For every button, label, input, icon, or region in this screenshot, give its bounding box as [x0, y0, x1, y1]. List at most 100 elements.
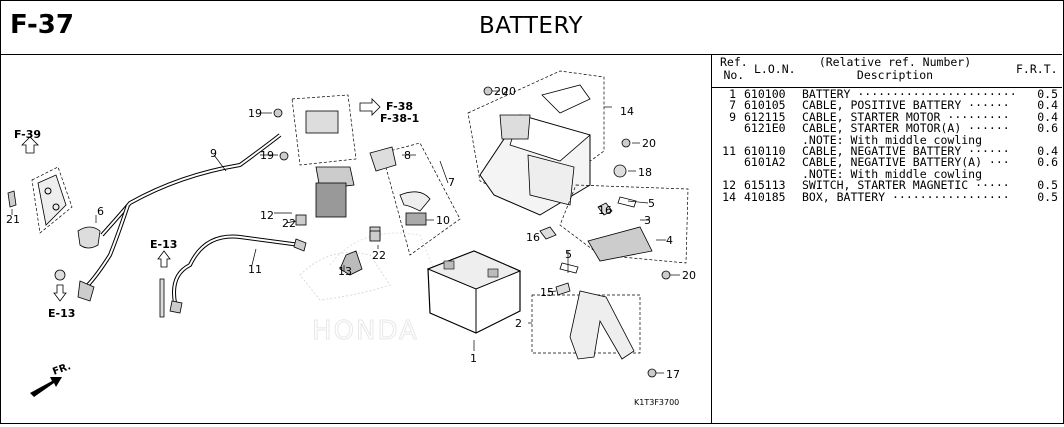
header-lon: L.O.N. — [754, 62, 796, 76]
callout-9: 9 — [210, 147, 217, 160]
direction-label: FR. — [51, 361, 72, 378]
cable-negative-battery — [172, 234, 301, 304]
callout-22a: 22 — [282, 217, 296, 230]
callout-21: 21 — [6, 213, 20, 226]
left-bracket-group: F-39 — [7, 128, 101, 249]
row-ref: 12 — [722, 178, 736, 193]
callout-8: 8 — [404, 149, 411, 162]
callout-13: 13 — [338, 265, 352, 278]
row-description: BATTERY ······················· — [802, 87, 1017, 101]
callout-1: 1 — [470, 352, 477, 365]
ref-e13-upper: E-13 — [150, 238, 177, 251]
page-title: BATTERY — [478, 13, 583, 39]
row-description: .NOTE: With middle cowling — [802, 166, 983, 181]
parts-diagram: HONDA F-39 E-13 E-13 F-38 F-38-1 — [0, 55, 711, 423]
callout-19b: 19 — [260, 149, 274, 162]
callout-14: 14 — [620, 105, 634, 118]
row-description: .NOTE: With middle cowling — [802, 132, 983, 147]
row-lon: 6121E0 — [744, 121, 786, 136]
callout-20a: 20 — [502, 85, 516, 98]
callouts: 1 2 3 4 5 5 6 7 8 9 10 11 12 13 14 15 16… — [6, 85, 696, 381]
row-lon: 615113 — [744, 178, 786, 193]
row-ref: 7 — [729, 98, 736, 113]
row-frt: 0.4 — [1037, 109, 1058, 124]
table-row: .NOTE: With middle cowling — [712, 132, 1062, 147]
callout-11: 11 — [248, 263, 262, 276]
table-row: 1 610100 BATTERY ······················· 0.… — [712, 87, 1062, 101]
callout-3: 3 — [644, 214, 651, 227]
callout-20b: 20 — [642, 137, 656, 150]
callout-2: 2 — [515, 317, 522, 330]
ref-f381: F-38-1 — [380, 112, 419, 125]
row-frt: 0.6 — [1037, 155, 1058, 170]
callout-12: 12 — [260, 209, 274, 222]
header-no: No. — [723, 68, 745, 82]
row-description: CABLE, STARTER MOTOR ········· — [802, 109, 1010, 124]
row-description: CABLE, POSITIVE BATTERY ······ — [802, 98, 1010, 113]
row-ref: 9 — [729, 109, 736, 124]
callout-19a: 19 — [248, 107, 262, 120]
cable-starter-motor — [100, 133, 282, 237]
table-row: 12 615113 SWITCH, STARTER MAGNETIC ····· 0.… — [712, 178, 1062, 193]
row-description: SWITCH, STARTER MAGNETIC ····· — [802, 178, 1010, 193]
row-lon: 612115 — [744, 109, 786, 124]
battery-box — [467, 70, 605, 216]
table-row: 9 612115 CABLE, STARTER MOTOR ········· 0.4 — [712, 109, 1062, 124]
callout-22b: 22 — [372, 249, 386, 262]
row-lon: 410185 — [744, 189, 786, 204]
image-code: K1T3F3700 — [634, 398, 679, 407]
row-ref: 1 — [729, 87, 736, 101]
header-frt: F.R.T. — [1016, 62, 1058, 76]
parts-table-header: Ref.No. L.O.N. (Relative ref. Number)Des… — [712, 55, 1062, 88]
table-row: .NOTE: With middle cowling — [712, 166, 1062, 181]
header-description: Description — [856, 68, 934, 82]
table-divider — [711, 55, 712, 423]
callout-6: 6 — [97, 205, 104, 218]
callout-5b: 5 — [565, 248, 572, 261]
header-ref: Ref. — [720, 55, 748, 69]
front-direction-icon: FR. — [30, 361, 72, 397]
diagram-svg: HONDA F-39 E-13 E-13 F-38 F-38-1 — [6, 70, 696, 407]
callout-16: 16 — [598, 204, 612, 217]
callout-10: 10 — [436, 214, 450, 227]
parts-table-body: 1 610100 BATTERY ······················· 0.… — [712, 87, 1062, 204]
table-row: 14 410185 BOX, BATTERY ················· 0.… — [712, 189, 1062, 204]
row-frt: 0.5 — [1037, 178, 1058, 193]
watermark-text: HONDA — [312, 316, 419, 346]
row-ref: 11 — [722, 143, 736, 158]
parts-table: Ref.No. L.O.N. (Relative ref. Number)Des… — [712, 55, 1062, 423]
row-ref: 14 — [722, 189, 736, 204]
row-description: CABLE, NEGATIVE BATTERY ······ — [802, 143, 1010, 158]
row-lon: 610100 — [744, 87, 786, 101]
callout-4: 4 — [666, 234, 673, 247]
row-frt: 0.5 — [1037, 87, 1058, 101]
header-bar: F-37 BATTERY — [0, 0, 1062, 55]
callout-15: 15 — [540, 286, 554, 299]
callout-5: 5 — [648, 197, 655, 210]
table-row: 6121E0 CABLE, STARTER MOTOR(A) ······ 0.6 — [712, 121, 1062, 136]
row-description: CABLE, STARTER MOTOR(A) ······ — [802, 121, 1010, 136]
row-frt: 0.6 — [1037, 121, 1058, 136]
callout-7: 7 — [448, 176, 455, 189]
table-row: 11 610110 CABLE, NEGATIVE BATTERY ······ 0.… — [712, 143, 1062, 158]
row-description: CABLE, NEGATIVE BATTERY(A) ··· — [802, 155, 1010, 170]
row-lon: 610110 — [744, 143, 786, 158]
callout-18: 18 — [638, 166, 652, 179]
row-frt: 0.4 — [1037, 143, 1058, 158]
row-frt: 0.5 — [1037, 189, 1058, 204]
header-rel-ref: (Relative ref. Number) — [818, 55, 972, 69]
page-code: F-37 — [10, 10, 74, 40]
battery — [426, 250, 522, 334]
ref-e13-lower: E-13 — [48, 307, 75, 320]
callout-16b: 16 — [526, 231, 540, 244]
leader-lines — [11, 90, 680, 374]
callout-17: 17 — [666, 368, 680, 381]
switch-group: F-38 F-38-1 — [291, 94, 419, 276]
callout-20c: 20 — [682, 269, 696, 282]
callout-20d: 20 — [494, 85, 508, 98]
ref-f38: F-38 — [386, 100, 413, 113]
row-description: BOX, BATTERY ················· — [802, 189, 1010, 204]
row-frt: 0.4 — [1037, 98, 1058, 113]
